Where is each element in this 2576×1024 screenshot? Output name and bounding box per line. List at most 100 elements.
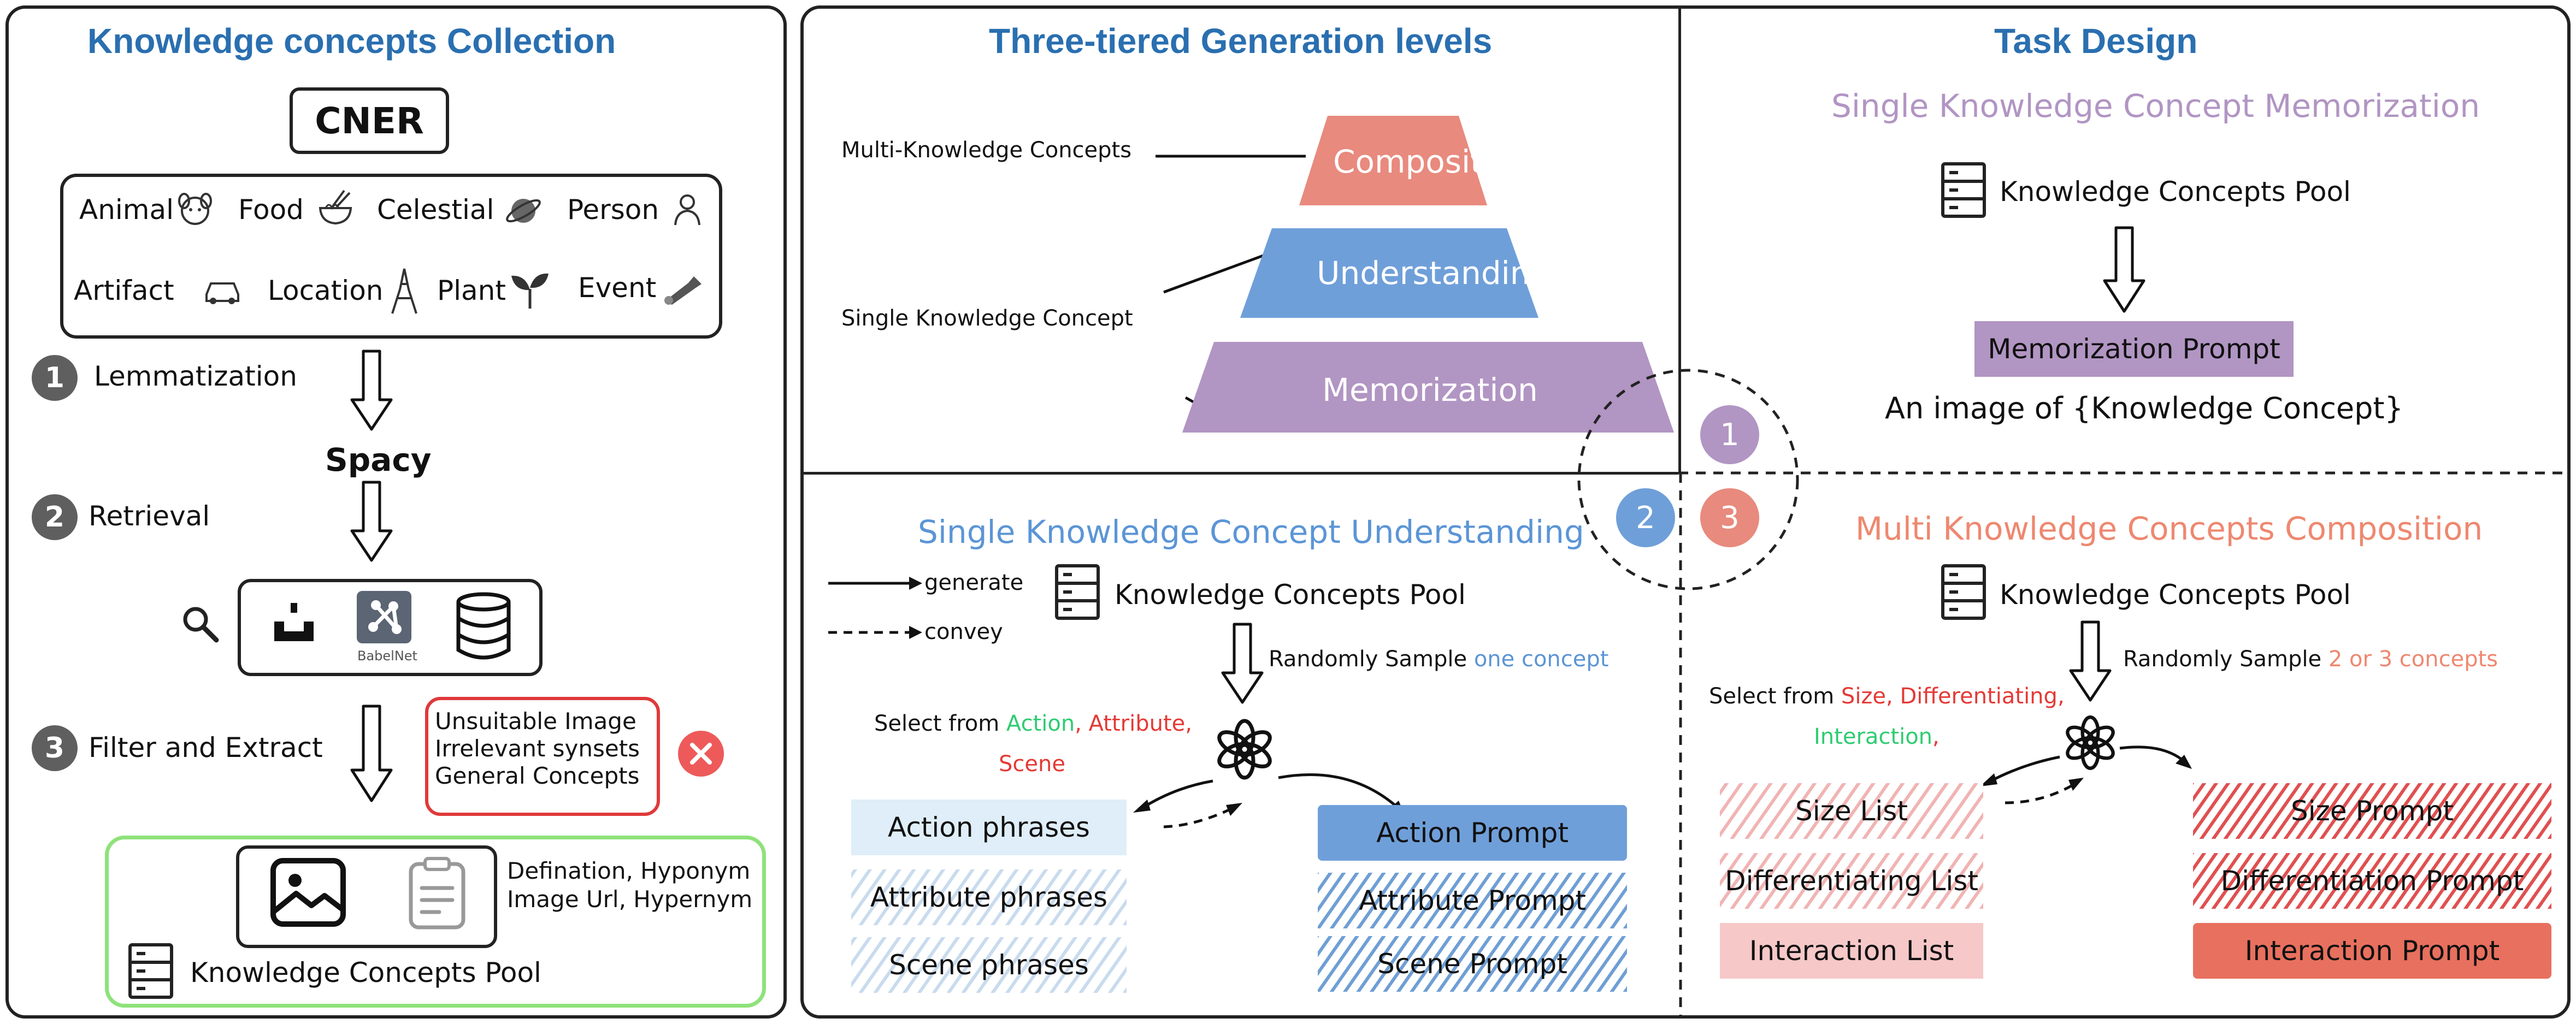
step-3-badge: 3 xyxy=(32,725,78,771)
select-interaction: Interaction xyxy=(1814,724,1933,749)
memorization-prompt-box: Memorization Prompt xyxy=(1974,321,2294,377)
filter-item-1: Unsuitable Image xyxy=(435,708,636,735)
differentiation-prompt-box: Differentiation Prompt xyxy=(2193,853,2551,909)
select-comma: , xyxy=(1075,711,1089,736)
category-plant: Plant xyxy=(437,275,506,306)
pool-box xyxy=(105,836,766,1008)
sample-highlight: one concept xyxy=(1473,647,1609,672)
composition-level xyxy=(1299,116,1487,205)
step-3-label: Filter and Extract xyxy=(89,732,323,763)
size-prompt-box: Size Prompt xyxy=(2193,783,2551,839)
select-comma: , xyxy=(1932,724,1940,749)
select-scene: Scene xyxy=(999,751,1065,777)
category-celestial: Celestial xyxy=(377,194,494,226)
select-attribute: Attribute xyxy=(1088,711,1186,736)
interaction-list-label: Interaction List xyxy=(1749,935,1954,967)
composition-pool-label: Knowledge Concepts Pool xyxy=(2000,579,2351,611)
sample-prefix: Randomly Sample xyxy=(1269,647,1474,672)
select-comma: , xyxy=(2057,684,2065,709)
scene-phrases-label: Scene phrases xyxy=(889,949,1089,981)
dog-icon xyxy=(178,193,212,225)
memorization-level xyxy=(1182,342,1674,433)
levels-title: Three-tiered Generation levels xyxy=(989,21,1493,61)
composition-sample: Randomly Sample 2 or 3 concepts xyxy=(2123,647,2498,672)
sample-highlight: 2 or 3 concepts xyxy=(2328,647,2498,672)
openai-icon xyxy=(2066,715,2115,770)
pyramid xyxy=(1156,116,1674,433)
arrow-down-3 xyxy=(350,705,393,802)
legend-convey: convey xyxy=(924,619,1003,644)
attribute-prompt-label: Attribute Prompt xyxy=(1358,885,1587,916)
memorization-label: Memorization xyxy=(1322,371,1538,409)
select-diff: Differentiating xyxy=(1900,684,2058,709)
action-prompt-box: Action Prompt xyxy=(1318,805,1627,861)
differentiating-list-box: Differentiating List xyxy=(1720,853,1983,909)
arrow-down-composition xyxy=(2069,620,2112,702)
server-icon xyxy=(1941,162,1986,218)
cner-box: CNER xyxy=(290,87,449,154)
arrow-down-memorization xyxy=(2103,226,2145,313)
interaction-prompt-label: Interaction Prompt xyxy=(2244,935,2500,967)
size-prompt-label: Size Prompt xyxy=(2291,795,2454,827)
person-icon xyxy=(674,194,700,226)
differentiating-list-label: Differentiating List xyxy=(1725,865,1978,897)
composition-subtitle: Multi Knowledge Concepts Composition xyxy=(1855,510,2483,547)
arrow-down-2 xyxy=(350,481,393,562)
attribute-phrases-label: Attribute phrases xyxy=(870,881,1108,913)
memorization-subtitle: Single Knowledge Concept Memorization xyxy=(1831,87,2480,125)
category-food: Food xyxy=(238,194,304,226)
database-icon xyxy=(456,592,511,660)
step-1-label: Lemmatization xyxy=(94,360,297,392)
understanding-flow-arrows xyxy=(1133,773,1405,828)
select-size: Size xyxy=(1841,684,1887,709)
memorization-prompt-text: An image of {Knowledge Concept} xyxy=(1885,391,2403,425)
category-person: Person xyxy=(567,194,659,226)
sprout-icon xyxy=(511,273,549,309)
filter-box xyxy=(425,697,660,816)
server-icon xyxy=(128,943,173,999)
understanding-label: Understanding xyxy=(1317,254,1551,292)
composition-select: Select from Size, Differentiating, xyxy=(1709,684,2065,709)
planet-icon xyxy=(506,199,541,223)
select-prefix: Select from xyxy=(874,711,1006,736)
dashed-circle xyxy=(1577,369,1799,590)
server-icon xyxy=(1055,564,1100,620)
step-2-label: Retrieval xyxy=(89,500,210,532)
server-icon xyxy=(1941,564,1986,620)
scene-phrases-box: Scene phrases xyxy=(851,937,1127,993)
noodle-bowl-icon xyxy=(319,190,352,225)
babelnet-icon xyxy=(357,591,411,643)
understanding-select: Select from Action, Attribute, xyxy=(874,711,1192,736)
tower-icon xyxy=(391,268,417,314)
car-icon xyxy=(205,282,239,304)
category-location: Location xyxy=(268,275,384,306)
pool-fields-2: Image Url, Hypernym xyxy=(507,886,753,913)
size-list-label: Size List xyxy=(1795,795,1908,827)
wordnet-icon xyxy=(274,603,314,641)
circle-badge-3: 3 xyxy=(1700,488,1759,547)
size-list-box: Size List xyxy=(1720,783,1983,839)
differentiation-prompt-label: Differentiation Prompt xyxy=(2220,865,2524,897)
trumpet-icon xyxy=(664,276,702,305)
spacy-label: Spacy xyxy=(325,441,432,478)
pool-fields-1: Defination, Hyponym xyxy=(507,857,751,884)
action-phrases-box: Action phrases xyxy=(851,800,1127,855)
attribute-phrases-box: Attribute phrases xyxy=(851,869,1127,925)
category-event: Event xyxy=(578,272,657,304)
categories-box xyxy=(60,174,722,339)
action-phrases-label: Action phrases xyxy=(888,812,1090,843)
select-prefix: Select from xyxy=(1709,684,1841,709)
openai-icon xyxy=(1217,719,1272,780)
select-action: Action xyxy=(1006,711,1075,736)
sample-prefix: Randomly Sample xyxy=(2123,647,2329,672)
category-artifact: Artifact xyxy=(74,275,174,306)
clipboard-icon xyxy=(409,857,465,930)
interaction-prompt-box: Interaction Prompt xyxy=(2193,923,2551,979)
arrow-down-1 xyxy=(350,350,393,431)
circle-badge-2: 2 xyxy=(1616,488,1675,547)
scene-prompt-label: Scene Prompt xyxy=(1377,948,1567,980)
memorization-prompt-label: Memorization Prompt xyxy=(1988,333,2280,365)
action-prompt-label: Action Prompt xyxy=(1376,817,1569,849)
dashed-dividers xyxy=(1678,471,2569,1019)
step-1-badge: 1 xyxy=(32,355,78,401)
